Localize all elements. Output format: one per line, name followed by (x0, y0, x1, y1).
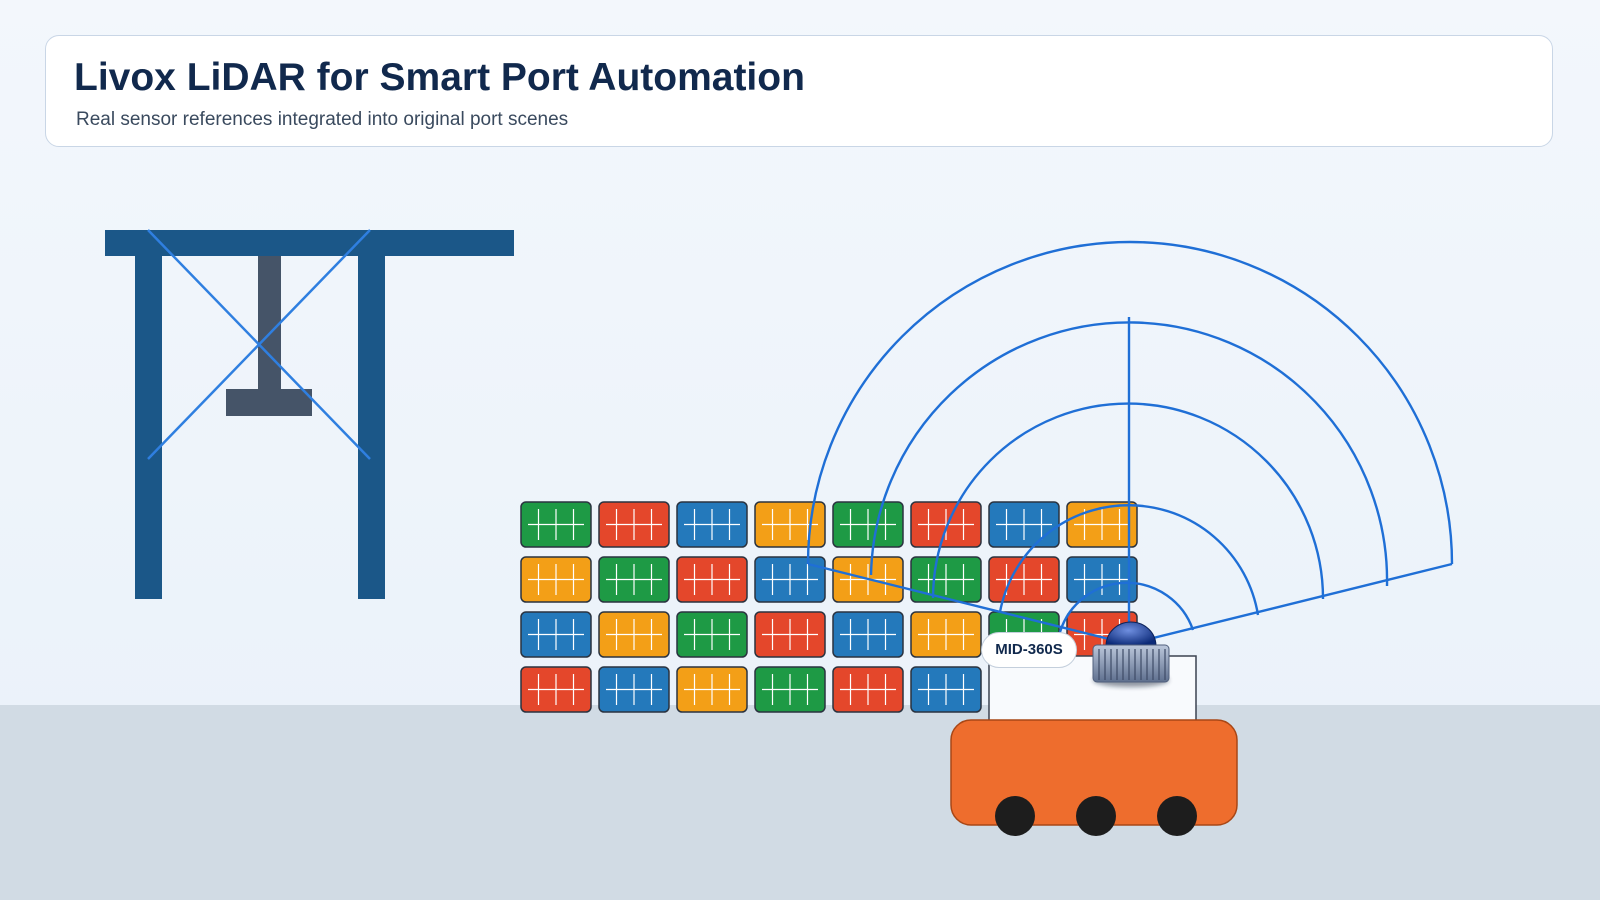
crane-leg-left (135, 256, 162, 599)
sensor-dome (1105, 621, 1157, 647)
shipping-container (676, 556, 748, 603)
title-card: Livox LiDAR for Smart Port Automation Re… (45, 35, 1553, 147)
shipping-container (832, 666, 904, 713)
shipping-container (754, 501, 826, 548)
scan-arc (998, 504, 1260, 616)
scan-arc (806, 240, 1454, 565)
shipping-container (832, 501, 904, 548)
page-title: Livox LiDAR for Smart Port Automation (74, 56, 805, 99)
vehicle-wheel (1076, 796, 1116, 836)
shipping-container (910, 666, 982, 713)
crane-brace (147, 229, 371, 460)
crane-spreader (226, 389, 312, 416)
shipping-container (754, 666, 826, 713)
crane-beam (105, 230, 514, 256)
shipping-container (676, 501, 748, 548)
shipping-container (598, 556, 670, 603)
shipping-container (520, 556, 592, 603)
shipping-container (520, 501, 592, 548)
vehicle-wheel (1157, 796, 1197, 836)
vehicle-wheel (995, 796, 1035, 836)
sensor-base (1092, 644, 1170, 683)
shipping-container (910, 501, 982, 548)
shipping-container (598, 611, 670, 658)
shipping-container (1066, 556, 1138, 603)
shipping-container (598, 501, 670, 548)
shipping-container (598, 666, 670, 713)
shipping-container (520, 666, 592, 713)
shipping-container (988, 501, 1060, 548)
shipping-container (910, 556, 982, 603)
crane-leg-right (358, 256, 385, 599)
shipping-container (676, 611, 748, 658)
crane-hoist-cable (258, 256, 281, 391)
shipping-container (754, 611, 826, 658)
shipping-container (676, 666, 748, 713)
agv-vehicle (950, 655, 1238, 836)
page-subtitle: Real sensor references integrated into o… (76, 109, 569, 130)
gantry-crane (105, 229, 514, 599)
shipping-container (832, 611, 904, 658)
lidar-sensor-icon (1092, 621, 1170, 687)
shipping-container (910, 611, 982, 658)
shipping-container (988, 556, 1060, 603)
shipping-container (520, 611, 592, 658)
scan-ray (807, 562, 1130, 646)
lidar-scan-field (806, 240, 1454, 646)
sensor-label: MID-360S (981, 632, 1077, 668)
shipping-container (754, 556, 826, 603)
scan-ray (1128, 562, 1453, 646)
scan-arc (1058, 581, 1195, 633)
ground (0, 705, 1600, 900)
scan-arc (869, 321, 1389, 587)
